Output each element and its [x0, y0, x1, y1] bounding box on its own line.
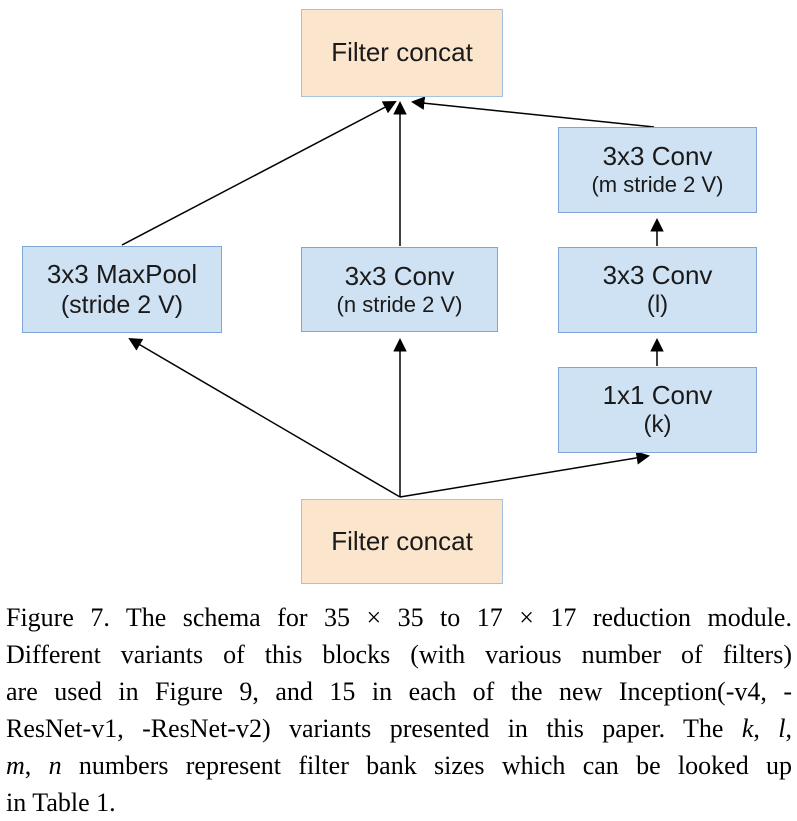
- caption-text: Different variants of this blocks (with …: [6, 640, 792, 669]
- node-sublabel: (m stride 2 V): [591, 172, 724, 198]
- caption-text: in Table 1.: [6, 788, 116, 817]
- caption-variable: l: [778, 714, 786, 743]
- node-conv-1x1-k: 1x1 Conv (k): [558, 367, 757, 453]
- caption-math: 35 × 35: [323, 603, 424, 632]
- caption-text: to: [423, 603, 477, 632]
- caption-line: are used in Figure 9, and 15 in each of …: [6, 673, 792, 710]
- edge-filter-concat-bottom-to-conv-k: [399, 451, 650, 498]
- caption-text: ,: [753, 714, 779, 743]
- node-filter-concat-bottom: Filter concat: [301, 499, 503, 584]
- caption-line: Different variants of this blocks (with …: [6, 636, 792, 673]
- caption-text: ,: [24, 751, 49, 780]
- node-label: Filter concat: [331, 525, 473, 556]
- caption-text: ResNet-v1, -ResNet-v2) variants presente…: [6, 714, 742, 743]
- node-sublabel: (stride 2 V): [60, 291, 184, 320]
- caption-math: 17 × 17: [476, 603, 577, 632]
- node-label: Filter concat: [331, 37, 473, 68]
- node-label: 3x3 Conv: [602, 260, 713, 290]
- node-label: 3x3 MaxPool: [46, 258, 198, 289]
- caption-variable: k: [741, 714, 754, 743]
- caption-line: in Table 1.: [6, 784, 792, 821]
- node-sublabel: (k): [643, 411, 672, 439]
- node-conv-3x3-l: 3x3 Conv (l): [558, 247, 757, 333]
- edge-conv-m-to-filter-concat-top: [410, 96, 655, 128]
- node-conv-3x3-n-stride2: 3x3 Conv (n stride 2 V): [301, 247, 498, 332]
- node-label: 1x1 Conv: [602, 380, 713, 410]
- caption-variable: n: [48, 751, 62, 780]
- edge-maxpool-to-filter-concat-top: [121, 101, 397, 246]
- caption-variable: m: [6, 751, 25, 780]
- node-label: 3x3 Conv: [344, 260, 455, 291]
- caption-line: m, n numbers represent filter bank sizes…: [6, 747, 792, 784]
- edge-filter-concat-bottom-to-maxpool: [128, 337, 401, 498]
- caption-text: ,: [785, 714, 793, 743]
- caption-line: ResNet-v1, -ResNet-v2) variants presente…: [6, 710, 792, 747]
- node-maxpool-3x3-stride2: 3x3 MaxPool (stride 2 V): [22, 246, 222, 333]
- node-sublabel: (l): [646, 291, 669, 319]
- node-label: 3x3 Conv: [602, 141, 713, 172]
- caption-text: numbers represent filter bank sizes whic…: [61, 751, 792, 780]
- reduction-module-diagram: Filter concat 3x3 Conv (m stride 2 V) 3x…: [22, 9, 757, 584]
- caption-text: reduction module.: [576, 603, 792, 632]
- node-conv-3x3-m-stride2: 3x3 Conv (m stride 2 V): [558, 127, 757, 213]
- node-filter-concat-top: Filter concat: [301, 9, 503, 97]
- caption-text: are used in Figure 9, and 15 in each of …: [6, 677, 792, 706]
- caption-text: Figure 7. The schema for: [6, 603, 324, 632]
- node-sublabel: (n stride 2 V): [336, 291, 463, 317]
- figure-caption: Figure 7. The schema for 35 × 35 to 17 ×…: [6, 599, 792, 821]
- caption-line: Figure 7. The schema for 35 × 35 to 17 ×…: [6, 599, 792, 636]
